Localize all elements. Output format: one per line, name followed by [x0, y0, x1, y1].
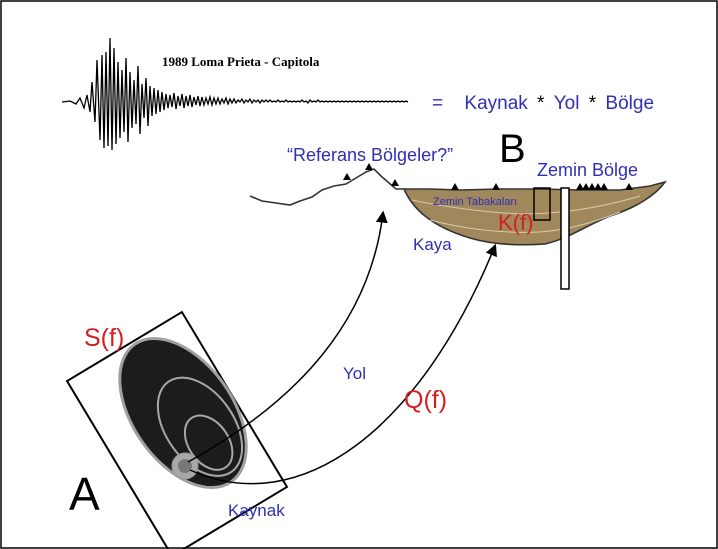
rock-label: Kaya — [413, 235, 452, 254]
soil-layer-line — [429, 211, 621, 233]
source-term-label: S(f) — [84, 324, 125, 352]
equation: = Kaynak * Yol * Bölge — [432, 94, 654, 113]
point-a-label: A — [69, 468, 100, 520]
path-label: Yol — [343, 364, 367, 383]
source-label: Kaynak — [228, 501, 285, 520]
equation-multiply-2: * — [588, 93, 597, 114]
site-term-label: K(f) — [498, 210, 534, 235]
soil-layers-label: Zemin Tabakaları — [433, 196, 518, 208]
equation-path: Yol — [553, 93, 580, 114]
reference-sites-label: “Referans Bölgeler?” — [287, 145, 454, 165]
point-b-label: B — [499, 127, 526, 171]
equation-multiply-1: * — [537, 93, 545, 114]
path-term-label: Q(f) — [404, 386, 448, 414]
borehole-short — [533, 187, 551, 221]
seismogram-trace — [61, 37, 409, 151]
equation-source: Kaynak — [464, 93, 528, 114]
seismogram-title: 1989 Loma Prieta - Capitola — [162, 54, 320, 69]
ray-to-soil-site — [189, 243, 497, 485]
equation-site: Bölge — [605, 93, 655, 114]
ray-to-reference-site — [187, 210, 388, 463]
borehole-long — [560, 187, 570, 290]
soil-site-label: Zemin Bölge — [537, 160, 639, 180]
equation-equals: = — [432, 93, 444, 114]
soil-layer-line — [411, 195, 641, 215]
rock-surface-profile — [249, 168, 404, 206]
station-markers — [343, 163, 633, 190]
